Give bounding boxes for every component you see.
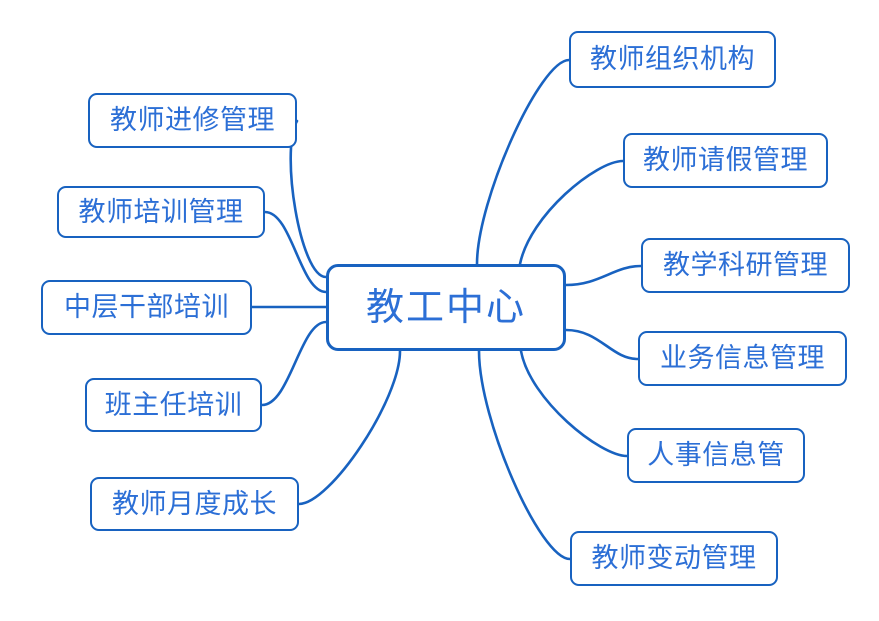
- central-node-label: 教工中心: [365, 286, 526, 329]
- branch-node-right-2-label: 教师请假管理: [643, 145, 808, 175]
- connector-line: [289, 119, 328, 279]
- branch-node-right-6[interactable]: 教师变动管理: [570, 531, 778, 586]
- branch-node-right-1[interactable]: 教师组织机构: [569, 31, 776, 88]
- branch-node-left-2-label: 教师培训管理: [78, 196, 244, 227]
- branch-node-left-4[interactable]: 班主任培训: [85, 378, 262, 432]
- branch-node-left-1[interactable]: 教师进修管理: [88, 93, 297, 148]
- connector-line: [263, 210, 328, 294]
- branch-node-left-3-label: 中层干部培训: [64, 292, 229, 322]
- connector-line: [260, 320, 328, 407]
- branch-node-right-4-label: 业务信息管理: [660, 343, 825, 373]
- branch-node-right-4[interactable]: 业务信息管理: [638, 331, 847, 386]
- branch-node-right-6-label: 教师变动管理: [591, 543, 757, 573]
- branch-node-right-3-label: 教学科研管理: [663, 250, 828, 280]
- connector-line: [477, 349, 572, 561]
- branch-node-right-2[interactable]: 教师请假管理: [623, 133, 828, 188]
- branch-node-left-1-label: 教师进修管理: [110, 105, 275, 135]
- connector-line: [564, 264, 643, 287]
- connector-line: [475, 58, 571, 266]
- branch-node-right-1-label: 教师组织机构: [590, 44, 755, 74]
- branch-node-left-5-label: 教师月度成长: [112, 488, 277, 519]
- branch-node-left-4-label: 班主任培训: [104, 389, 243, 420]
- branch-node-right-3[interactable]: 教学科研管理: [641, 238, 850, 293]
- central-node[interactable]: 教工中心: [326, 264, 566, 351]
- branch-node-right-5-label: 人事信息管: [647, 440, 785, 470]
- connector-line: [519, 349, 629, 458]
- branch-node-left-5[interactable]: 教师月度成长: [90, 477, 299, 531]
- branch-node-left-2[interactable]: 教师培训管理: [57, 186, 265, 238]
- connector-line: [297, 349, 402, 506]
- connector-line: [518, 159, 625, 266]
- connector-line: [564, 328, 640, 361]
- branch-node-right-5[interactable]: 人事信息管: [627, 428, 805, 483]
- branch-node-left-3[interactable]: 中层干部培训: [41, 280, 252, 335]
